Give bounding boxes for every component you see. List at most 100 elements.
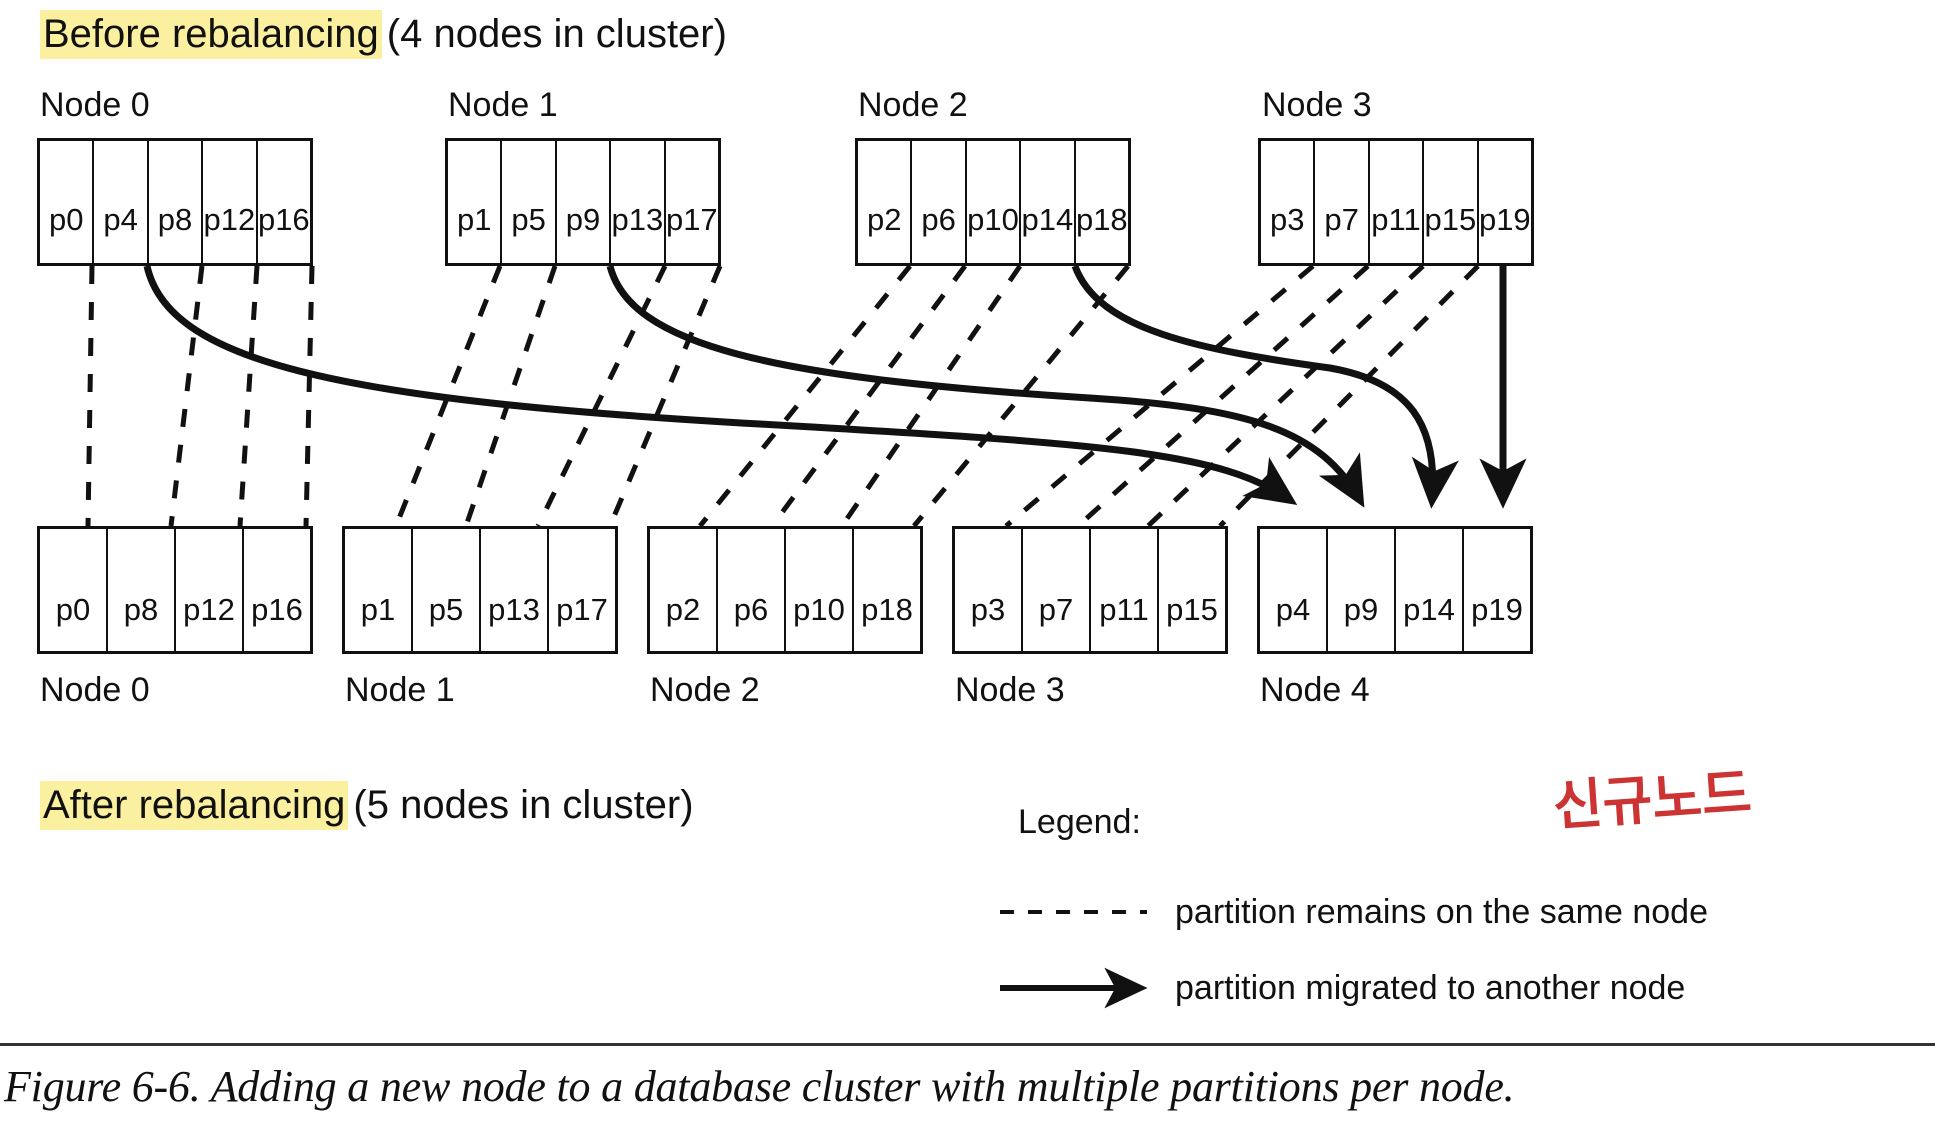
handwritten-annotation: 신규노드: [1550, 761, 1754, 838]
partition-cell[interactable]: p12: [201, 141, 255, 263]
partition-label: p0: [55, 592, 91, 627]
partition-label: p19: [1478, 202, 1531, 237]
figure-caption: Figure 6-6. Adding a new node to a datab…: [4, 1062, 1515, 1111]
dashed-connectors: [85, 264, 1480, 528]
partition-cell[interactable]: p13: [609, 141, 663, 263]
after-node-label-4: Node 4: [1260, 671, 1370, 709]
partition-label: p17: [665, 202, 718, 237]
partition-label: p6: [733, 592, 769, 627]
partition-label: p12: [203, 202, 256, 237]
partition-cell[interactable]: p4: [92, 141, 146, 263]
partition-cell[interactable]: p7: [1313, 141, 1367, 263]
partition-cell[interactable]: p14: [1019, 141, 1073, 263]
legend-item-1-label: partition migrated to another node: [1175, 969, 1686, 1007]
partition-cell[interactable]: p12: [174, 529, 242, 651]
partition-cell[interactable]: p8: [106, 529, 174, 651]
partition-cell[interactable]: p4: [1260, 529, 1326, 651]
partition-cell[interactable]: p14: [1394, 529, 1462, 651]
partition-label: p14: [1403, 592, 1455, 627]
partition-cell[interactable]: p1: [448, 141, 500, 263]
before-node-box-2: p2 p6 p10 p14 p18: [855, 138, 1131, 266]
partition-cell[interactable]: p15: [1422, 141, 1476, 263]
partition-cell[interactable]: p13: [479, 529, 547, 651]
partition-cell[interactable]: p16: [255, 141, 310, 263]
partition-cell[interactable]: p3: [955, 529, 1021, 651]
before-node-label-3: Node 3: [1262, 86, 1372, 124]
partition-label: p12: [183, 592, 235, 627]
legend-title: Legend:: [1018, 803, 1141, 841]
partition-label: p15: [1424, 202, 1477, 237]
before-heading: Before rebalancing(4 nodes in cluster): [40, 10, 727, 59]
partition-cell[interactable]: p1: [345, 529, 411, 651]
partition-cell[interactable]: p2: [650, 529, 716, 651]
partition-cell[interactable]: p8: [146, 141, 201, 263]
partition-label: p17: [556, 592, 608, 627]
partition-cell[interactable]: p18: [852, 529, 920, 651]
partition-label: p9: [1343, 592, 1379, 627]
partition-label: p8: [157, 202, 193, 237]
partition-label: p9: [565, 202, 601, 237]
after-node-box-1: p1 p5 p13 p17: [342, 526, 618, 654]
partition-cell[interactable]: p3: [1261, 141, 1313, 263]
partition-label: p4: [103, 202, 138, 237]
partition-cell[interactable]: p9: [554, 141, 609, 263]
partition-label: p7: [1038, 592, 1074, 627]
partition-cell[interactable]: p17: [663, 141, 718, 263]
partition-cell[interactable]: p5: [500, 141, 554, 263]
partition-label: p11: [1371, 202, 1421, 237]
before-node-box-3: p3 p7 p11 p15 p19: [1258, 138, 1534, 266]
partition-label: p5: [511, 202, 546, 237]
before-node-label-1: Node 1: [448, 86, 558, 124]
partition-label: p8: [123, 592, 159, 627]
after-node-box-0: p0 p8 p12 p16: [37, 526, 313, 654]
partition-cell[interactable]: p16: [242, 529, 310, 651]
after-heading-rest: (5 nodes in cluster): [353, 783, 694, 827]
partition-cell[interactable]: p0: [40, 141, 92, 263]
partition-label: p11: [1099, 592, 1149, 627]
partition-label: p4: [1275, 592, 1311, 627]
partition-cell[interactable]: p19: [1462, 529, 1530, 651]
after-node-label-1: Node 1: [345, 671, 455, 709]
after-node-label-2: Node 2: [650, 671, 760, 709]
partition-cell[interactable]: p6: [910, 141, 964, 263]
partition-cell[interactable]: p6: [716, 529, 784, 651]
partition-label: p14: [1021, 202, 1074, 237]
partition-cell[interactable]: p7: [1021, 529, 1089, 651]
partition-cell[interactable]: p10: [784, 529, 852, 651]
migration-arrows: [143, 264, 1527, 509]
after-node-label-0: Node 0: [40, 671, 150, 709]
caption-divider: [0, 1043, 1935, 1046]
before-node-box-1: p1 p5 p9 p13 p17: [445, 138, 721, 266]
partition-label: p18: [861, 592, 913, 627]
partition-cell[interactable]: p15: [1157, 529, 1225, 651]
partition-cell[interactable]: p9: [1326, 529, 1394, 651]
partition-label: p0: [48, 202, 84, 237]
partition-cell[interactable]: p0: [40, 529, 106, 651]
partition-label: p2: [665, 592, 701, 627]
partition-label: p16: [251, 592, 303, 627]
partition-label: p2: [866, 202, 902, 237]
before-node-label-0: Node 0: [40, 86, 150, 124]
partition-label: p13: [488, 592, 540, 627]
partition-cell[interactable]: p17: [547, 529, 615, 651]
legend-item-0-label: partition remains on the same node: [1175, 893, 1708, 931]
partition-cell[interactable]: p10: [964, 141, 1019, 263]
partition-label: p10: [793, 592, 845, 627]
partition-label: p16: [257, 202, 310, 237]
partition-cell[interactable]: p2: [858, 141, 910, 263]
partition-cell[interactable]: p5: [411, 529, 479, 651]
partition-label: p7: [1324, 202, 1359, 237]
partition-label: p1: [456, 202, 492, 237]
partition-label: p10: [967, 202, 1019, 237]
after-node-label-3: Node 3: [955, 671, 1065, 709]
after-heading-highlight: After rebalancing: [40, 781, 349, 830]
partition-cell[interactable]: p11: [1367, 141, 1422, 263]
partition-cell[interactable]: p11: [1089, 529, 1157, 651]
partition-cell[interactable]: p19: [1476, 141, 1531, 263]
partition-label: p3: [970, 592, 1006, 627]
after-node-box-4: p4 p9 p14 p19: [1257, 526, 1533, 654]
partition-cell[interactable]: p18: [1073, 141, 1128, 263]
partition-label: p15: [1166, 592, 1218, 627]
partition-label: p6: [921, 202, 956, 237]
partition-label: p3: [1269, 202, 1305, 237]
